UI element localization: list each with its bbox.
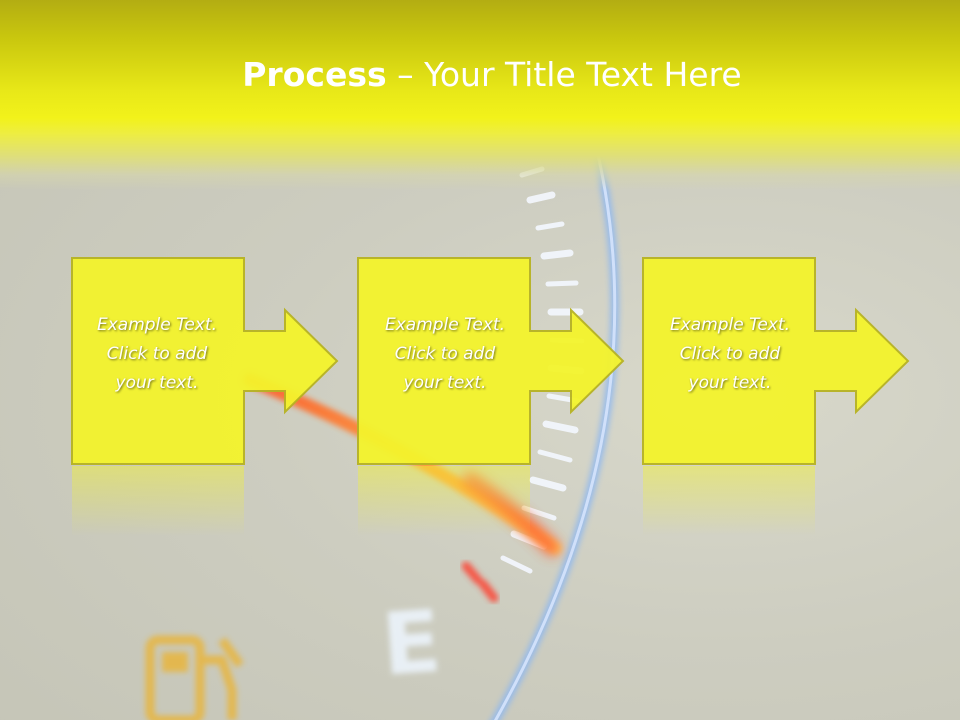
step-3-text[interactable]: Example Text. Click to add your text. xyxy=(640,311,820,398)
gauge-tick xyxy=(545,280,579,287)
step-2-line-1: Example Text. xyxy=(384,315,506,335)
header-band xyxy=(0,0,960,190)
step-2-reflection xyxy=(358,466,530,536)
gauge-tick xyxy=(542,420,579,434)
gauge-tick xyxy=(535,221,565,231)
step-2-shape[interactable] xyxy=(357,257,625,465)
step-2-line-2: Click to add xyxy=(394,344,496,364)
step-1-shape[interactable] xyxy=(71,257,339,465)
step-3-shape[interactable] xyxy=(642,257,910,465)
slide-title[interactable]: Process – Your Title Text Here xyxy=(0,52,960,98)
gauge-tick xyxy=(526,191,556,204)
gauge-tick xyxy=(540,249,574,260)
step-3-reflection xyxy=(643,466,815,536)
step-3-line-3: your text. xyxy=(688,373,772,393)
gauge-tick xyxy=(529,476,567,492)
step-1-reflection xyxy=(72,466,244,536)
step-3-line-1: Example Text. xyxy=(669,315,791,335)
gauge-tick xyxy=(500,555,533,574)
step-3-line-2: Click to add xyxy=(679,344,781,364)
step-1-text[interactable]: Example Text. Click to add your text. xyxy=(67,311,247,398)
step-1-line-2: Click to add xyxy=(106,344,208,364)
step-2-text[interactable]: Example Text. Click to add your text. xyxy=(355,311,535,398)
step-1-line-3: your text. xyxy=(115,373,199,393)
gauge-letter-e: E xyxy=(379,592,445,696)
step-1-line-1: Example Text. xyxy=(96,315,218,335)
step-2-line-3: your text. xyxy=(403,373,487,393)
title-bold: Process xyxy=(242,55,387,94)
gauge-tick xyxy=(537,449,573,463)
title-rest: – Your Title Text Here xyxy=(386,55,742,94)
fuel-pump-icon xyxy=(145,635,244,720)
